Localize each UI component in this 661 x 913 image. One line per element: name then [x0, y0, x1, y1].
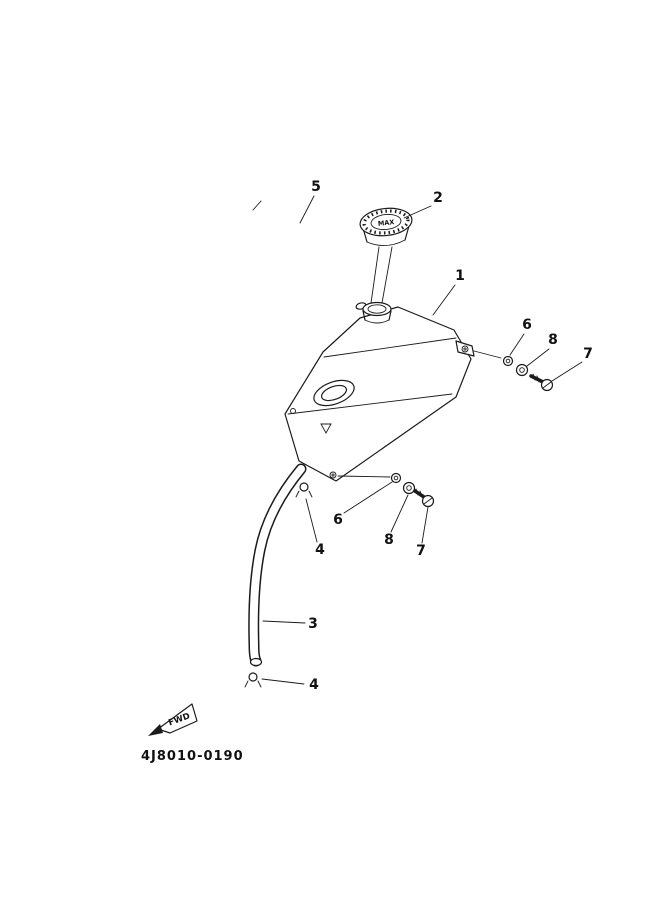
- hose-upper: [252, 200, 367, 310]
- clamp-lower: [244, 672, 262, 688]
- tank-cap: MAX: [359, 207, 413, 304]
- callout-spring-washer-upper: 8: [548, 332, 558, 348]
- callout-hose-upper: 5: [311, 179, 321, 195]
- fastener-set-lower: [337, 472, 435, 508]
- oil-tank: [284, 301, 475, 482]
- spring-washer-lower: [402, 481, 416, 495]
- callout-hose-lower: 3: [308, 616, 318, 632]
- leader-lines: [261, 195, 583, 685]
- fastener-set-upper: [473, 350, 554, 392]
- diagram-code: 4J8010-0190: [141, 749, 244, 764]
- callout-spring-washer-lower: 8: [384, 532, 394, 548]
- spring-washer-upper: [515, 363, 529, 377]
- filler-neck: [362, 301, 392, 324]
- fwd-arrowhead: [148, 724, 163, 736]
- callout-cap: 2: [433, 190, 443, 206]
- bolt-upper: [529, 373, 554, 392]
- callout-clamp-upper: 4: [315, 542, 325, 558]
- callout-washer-lower: 6: [333, 512, 343, 528]
- hose-lower: [248, 463, 307, 667]
- callout-washer-upper: 6: [522, 317, 532, 333]
- washer-upper: [502, 355, 514, 367]
- callout-tank: 1: [455, 268, 465, 284]
- cap-max-label: MAX: [377, 218, 394, 228]
- callout-clamp-lower: 4: [309, 677, 319, 693]
- cap-knurling: [362, 209, 410, 235]
- callout-bolt-upper: 7: [583, 346, 593, 362]
- callout-labels: 5 2 1 6 8 7 6 8 7 4 3 4: [308, 179, 593, 693]
- bolt-lower: [413, 488, 435, 508]
- clamp-upper: [295, 482, 313, 498]
- fwd-marker: FWD: [148, 703, 198, 736]
- callout-bolt-lower: 7: [416, 543, 426, 559]
- washer-lower: [390, 472, 402, 484]
- mount-tab-right: [455, 340, 475, 357]
